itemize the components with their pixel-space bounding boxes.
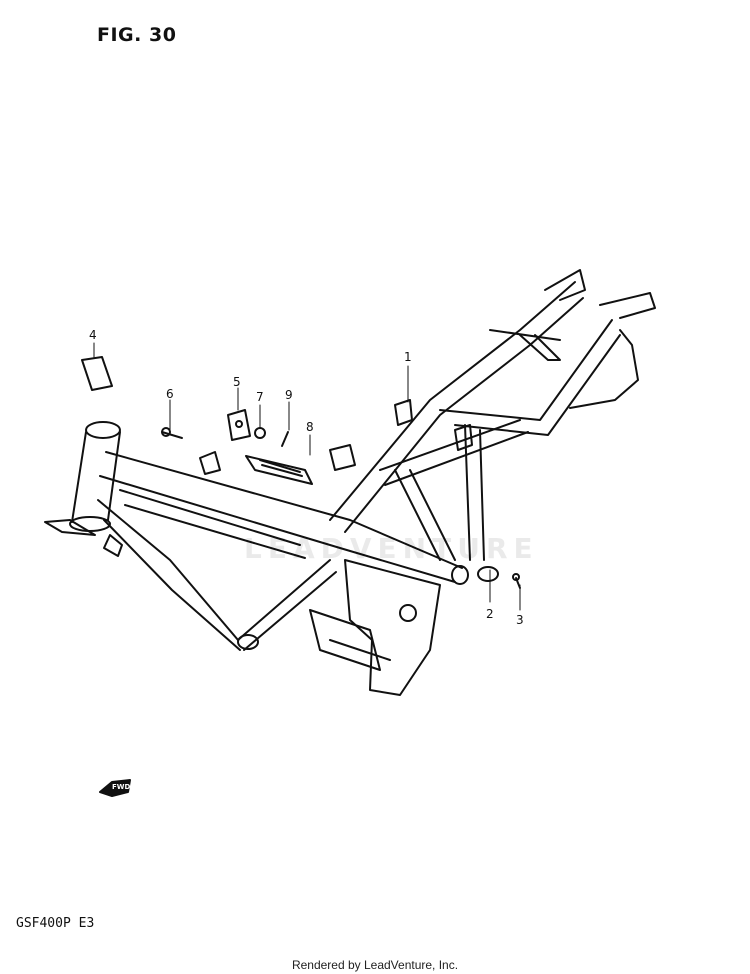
footer-credit: Rendered by LeadVenture, Inc. — [291, 958, 459, 972]
down-tube — [97, 489, 337, 651]
callout-6: 6 — [166, 387, 174, 401]
callout-1: 1 — [404, 350, 412, 364]
callout-8: 8 — [306, 420, 314, 434]
fwd-label: FWD — [112, 783, 131, 791]
part-9-bolt — [281, 431, 289, 447]
figure-title: FIG. 30 — [97, 24, 177, 46]
callout-leaders — [93, 342, 521, 611]
main-tube — [99, 451, 469, 585]
part-3-bolt — [512, 573, 521, 589]
callout-2: 2 — [486, 607, 494, 621]
part-5-bracket — [227, 409, 251, 441]
seat-rails — [329, 269, 656, 561]
callout-5: 5 — [233, 375, 241, 389]
fwd-arrow-icon — [99, 779, 131, 797]
part-8-plate — [245, 455, 313, 485]
watermark: LEADVENTURE — [244, 532, 539, 565]
part-7-nut — [254, 427, 266, 439]
callout-4: 4 — [89, 328, 97, 342]
callout-7: 7 — [256, 390, 264, 404]
part-4-cap — [81, 356, 113, 391]
callout-3: 3 — [516, 613, 524, 627]
rear-plate — [309, 559, 441, 696]
callout-9: 9 — [285, 388, 293, 402]
frame-brackets — [199, 399, 473, 475]
model-code: GSF400P E3 — [16, 916, 95, 931]
part-2-grommet — [477, 566, 499, 582]
head-pipe — [44, 421, 121, 536]
part-6-bolt — [161, 427, 183, 439]
